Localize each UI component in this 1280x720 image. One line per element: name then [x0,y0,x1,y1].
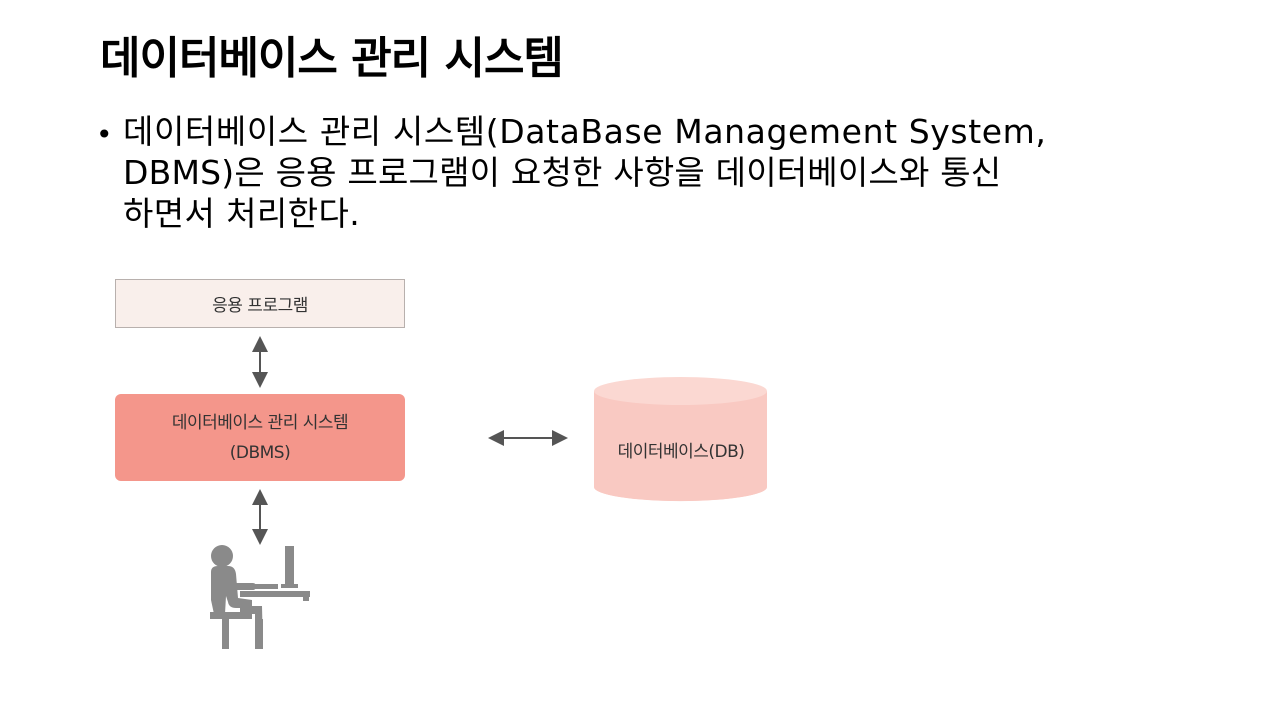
bullet-line-1: 데이터베이스 관리 시스템(DataBase Management System… [123,112,1047,151]
database-cylinder-icon [594,377,767,502]
database-label: 데이터베이스(DB) [617,442,745,462]
dbms-box: 데이터베이스 관리 시스템 (DBMS) [115,394,405,481]
slide-title: 데이터베이스 관리 시스템 [100,33,564,84]
user-at-computer-icon [210,545,310,649]
bullet-line-3: 하면서 처리한다. [123,194,361,233]
bullet-marker: • [96,118,113,151]
application-program-box: 응용 프로그램 [115,279,405,328]
dbms-label-line-2: (DBMS) [229,442,291,463]
application-program-label: 응용 프로그램 [212,296,308,316]
bullet-line-2: DBMS)은 응용 프로그램이 요청한 사항을 데이터베이스와 통신 [123,153,1002,192]
dbms-label-line-1: 데이터베이스 관리 시스템 [171,412,349,433]
